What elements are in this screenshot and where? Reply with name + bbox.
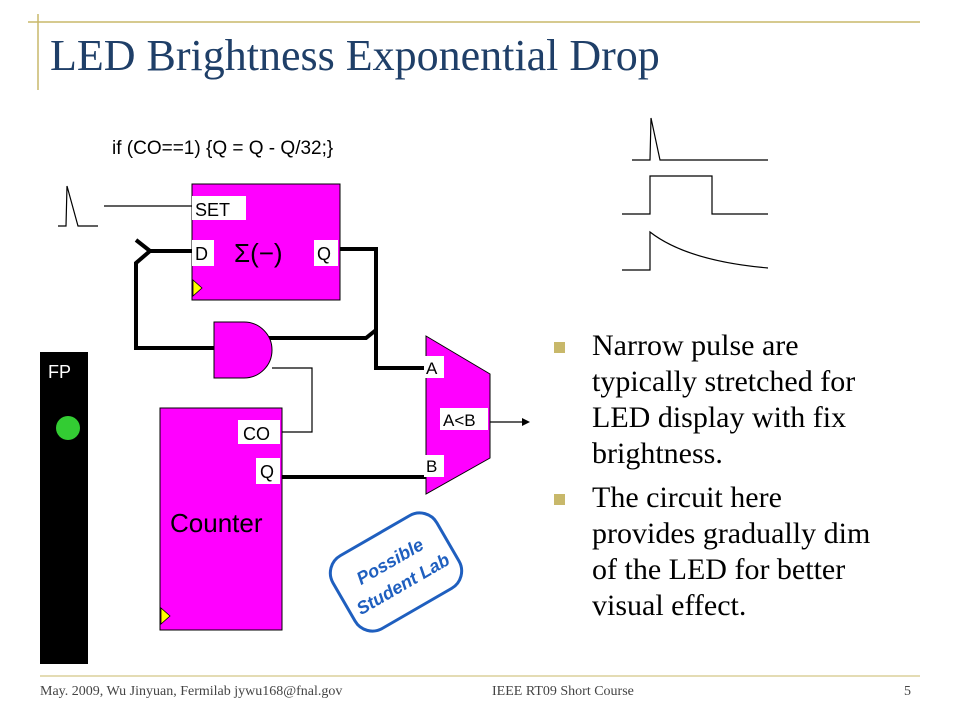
code-text: if (CO==1) {Q = Q - Q/32;} — [112, 138, 333, 159]
slide-title: LED Brightness Exponential Drop — [50, 31, 660, 80]
bus-wires — [134, 238, 426, 479]
stretched-pulse-waveform — [622, 175, 768, 215]
and-gate — [213, 321, 273, 379]
bullet-marker — [554, 494, 565, 505]
front-panel — [40, 352, 88, 664]
comparator-a-label: A — [426, 359, 438, 378]
front-panel-label: FP — [48, 362, 71, 382]
decay-waveform — [622, 230, 769, 271]
d-label-box — [192, 240, 214, 266]
bullet-text-1: Narrow pulse are typically stretched for… — [592, 329, 856, 470]
student-lab-stamp: Possible Student Lab — [328, 511, 464, 633]
footer-course: IEEE RT09 Short Course — [492, 684, 634, 699]
register-d-label: D — [195, 244, 208, 264]
set-label-box — [192, 196, 246, 220]
bullet-marker — [554, 342, 565, 353]
register-symbol: Σ(−) — [234, 238, 283, 268]
register-q-label: Q — [317, 244, 331, 264]
comp-alb-box — [440, 408, 488, 430]
waveforms — [622, 117, 769, 271]
co-label-box — [238, 420, 280, 444]
footer-page-number: 5 — [904, 684, 911, 699]
register-clock-icon — [192, 279, 203, 297]
counter-label: Counter — [170, 508, 263, 538]
comp-a-box — [424, 356, 444, 378]
output-arrow-icon — [522, 418, 530, 426]
counter-q-label-box — [256, 458, 280, 484]
counter-co-label: CO — [243, 424, 270, 444]
counter-q-label: Q — [260, 462, 274, 482]
bullet-item-1: Narrow pulse are typically stretched for… — [554, 328, 884, 472]
comp-b-box — [424, 455, 444, 477]
signal-wires — [272, 367, 524, 433]
bullet-text-2: The circuit here provides gradually dim … — [592, 481, 871, 622]
register-set-label: SET — [195, 200, 230, 220]
comparator-b-label: B — [426, 457, 437, 476]
led-icon — [56, 416, 80, 440]
counter-clock-icon — [160, 607, 171, 625]
comparator-alb-label: A<B — [443, 411, 476, 430]
bullet-item-2: The circuit here provides gradually dim … — [554, 480, 884, 624]
footer-author: May. 2009, Wu Jinyuan, Fermilab jywu168@… — [40, 684, 343, 699]
bullet-list: Narrow pulse are typically stretched for… — [554, 328, 884, 632]
input-pulse-waveform — [58, 185, 98, 227]
q-label-box — [314, 240, 338, 266]
counter-block — [159, 407, 283, 631]
narrow-pulse-waveform — [632, 117, 768, 161]
